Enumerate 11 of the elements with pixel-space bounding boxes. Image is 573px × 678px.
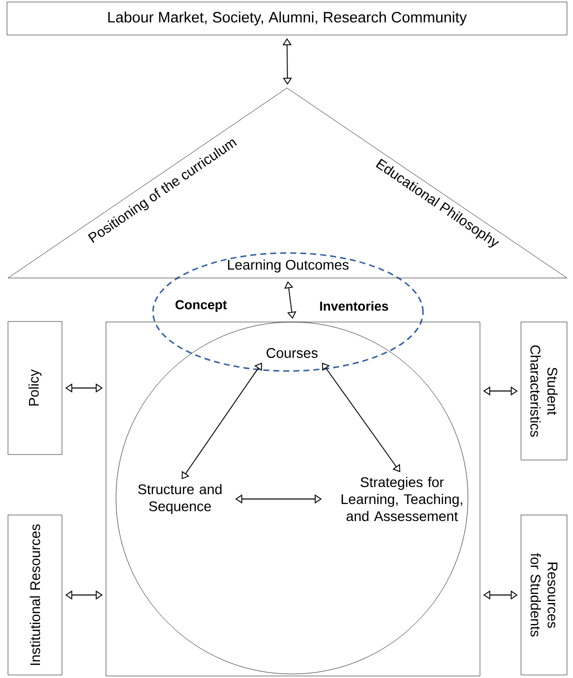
side-box: Institutional Resources	[8, 514, 62, 676]
side-box: Resources for Studdents	[520, 514, 568, 676]
side-box: Student Characteristics	[520, 322, 568, 460]
node-text: Courses	[266, 348, 318, 358]
node-text: Learning Outcomes	[228, 259, 349, 273]
side-box: Policy	[8, 321, 62, 455]
stakeholder-box: Labour Market, Society, Alumni, Research Community	[6, 2, 568, 36]
bold-label: Concept	[176, 300, 227, 312]
node-text: Strategies for Learning, Teaching, and Assessement	[342, 476, 462, 522]
bold-label: Inventories	[320, 301, 388, 311]
node-text: Structure and Sequence	[138, 484, 222, 514]
